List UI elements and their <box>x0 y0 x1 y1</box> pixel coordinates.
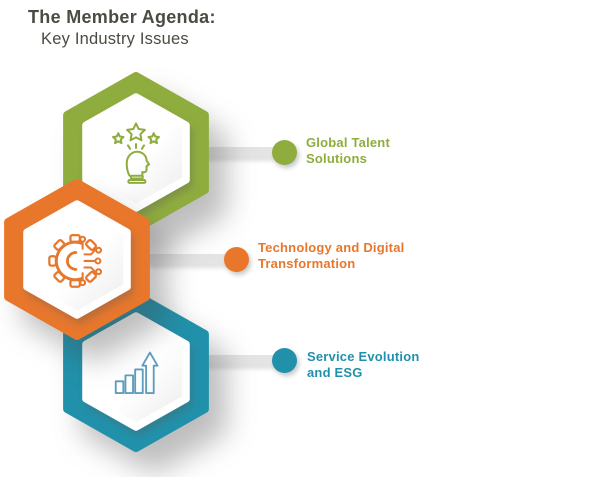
page-subtitle: Key Industry Issues <box>41 30 189 48</box>
connector-line-service <box>202 355 288 366</box>
label-technology: Technology and Digital Transformation <box>258 240 404 272</box>
label-line: and ESG <box>307 365 363 380</box>
label-global-talent: Global Talent Solutions <box>306 135 390 167</box>
page-title: The Member Agenda: <box>28 7 216 27</box>
label-service-esg: Service Evolution and ESG <box>307 349 420 381</box>
title-block: The Member Agenda: Key Industry Issues <box>28 7 216 49</box>
hexagon-shape <box>63 72 209 233</box>
bullet-dot-service <box>272 348 297 373</box>
label-line: Service Evolution <box>307 349 420 364</box>
label-line: Technology and Digital <box>258 240 405 255</box>
hexagon-shape <box>4 179 150 340</box>
growth-arrow-icon <box>114 351 159 394</box>
head-stars-icon <box>112 121 160 184</box>
hexagon-service-esg <box>60 291 212 452</box>
label-line: Solutions <box>306 151 368 166</box>
connector-line-talent <box>198 147 288 158</box>
connector-line-technology <box>146 254 238 265</box>
label-line: Transformation <box>258 256 356 271</box>
hexagon-global-talent <box>60 72 212 233</box>
gear-circuit-icon <box>48 233 103 288</box>
hexagon-technology <box>1 179 153 340</box>
bullet-dot-technology <box>224 247 249 272</box>
bullet-dot-talent <box>272 140 297 165</box>
label-line: Global Talent <box>306 135 390 150</box>
